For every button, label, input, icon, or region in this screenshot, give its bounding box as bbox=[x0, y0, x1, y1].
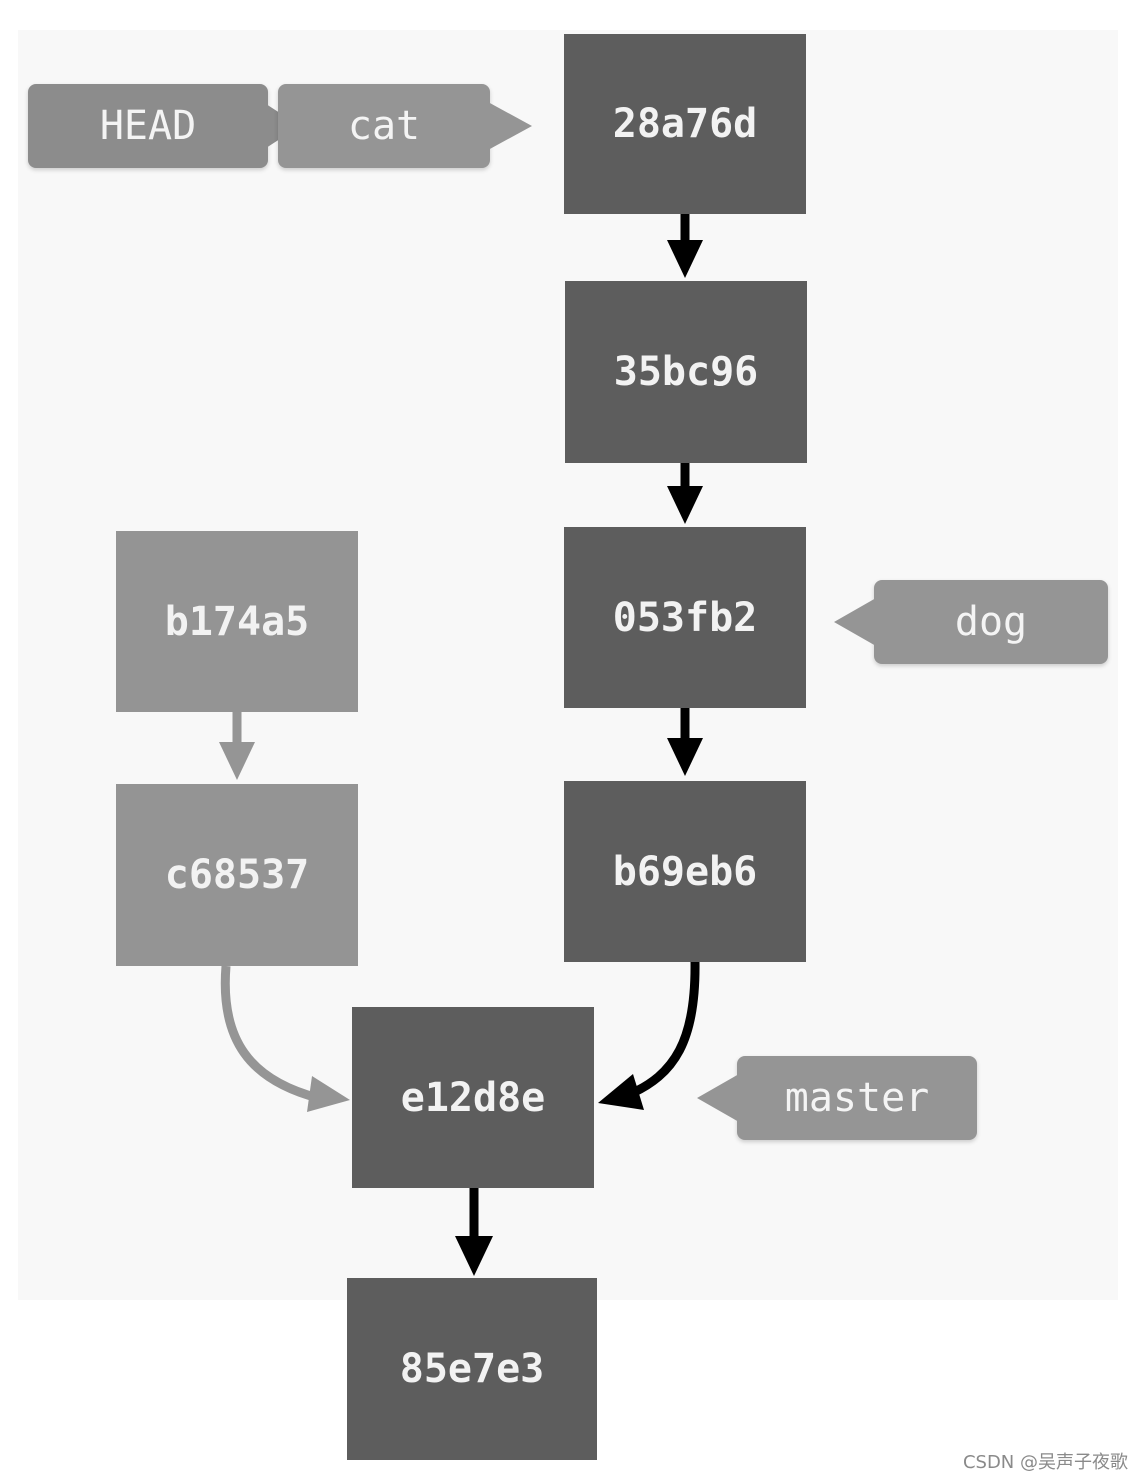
arrowhead-c68537 bbox=[219, 742, 255, 780]
commit-35bc96: 35bc96 bbox=[565, 281, 807, 463]
commit-hash: b69eb6 bbox=[612, 848, 758, 895]
arrowhead-e12d8e-side bbox=[307, 1076, 350, 1112]
commit-hash: 85e7e3 bbox=[399, 1346, 545, 1392]
arrowhead-b69eb6 bbox=[667, 738, 703, 776]
watermark: CSDN @吴声子夜歌 bbox=[962, 1452, 1128, 1473]
commit-hash: e12d8e bbox=[400, 1074, 546, 1121]
ref-dog-label: dog bbox=[834, 580, 1108, 664]
commit-b174a5: b174a5 bbox=[116, 531, 358, 712]
ref-name: cat bbox=[347, 103, 421, 149]
arrowhead-85e7e3 bbox=[455, 1236, 493, 1276]
ref-master-label: master bbox=[697, 1056, 977, 1140]
commit-c68537: c68537 bbox=[116, 784, 358, 966]
commit-b69eb6: b69eb6 bbox=[564, 781, 806, 962]
commit-hash: 35bc96 bbox=[613, 349, 759, 395]
ref-head-label: HEAD bbox=[28, 84, 300, 168]
ref-name: dog bbox=[954, 599, 1028, 645]
arrowhead-053fb2 bbox=[667, 486, 703, 524]
pointer-arrow bbox=[697, 1074, 739, 1122]
pointer-arrow bbox=[488, 102, 532, 150]
edge-c68537-e12d8e bbox=[220, 965, 320, 1103]
commit-053fb2: 053fb2 bbox=[564, 527, 806, 708]
commit-e12d8e: e12d8e bbox=[352, 1007, 594, 1188]
arrowhead-e12d8e-main bbox=[598, 1074, 644, 1110]
commit-hash: c68537 bbox=[164, 852, 310, 898]
ref-name: HEAD bbox=[99, 103, 197, 149]
commit-85e7e3: 85e7e3 bbox=[347, 1278, 597, 1460]
commit-28a76d: 28a76d bbox=[564, 34, 806, 214]
ref-name: master bbox=[784, 1075, 930, 1121]
commit-hash: b174a5 bbox=[164, 598, 310, 645]
arrowhead-35bc96 bbox=[667, 240, 703, 278]
commit-hash: 053fb2 bbox=[612, 594, 758, 641]
commit-hash: 28a76d bbox=[612, 101, 758, 147]
pointer-arrow bbox=[834, 598, 876, 646]
edge-b69eb6-e12d8e bbox=[626, 961, 700, 1100]
ref-cat-label: cat bbox=[278, 84, 532, 168]
